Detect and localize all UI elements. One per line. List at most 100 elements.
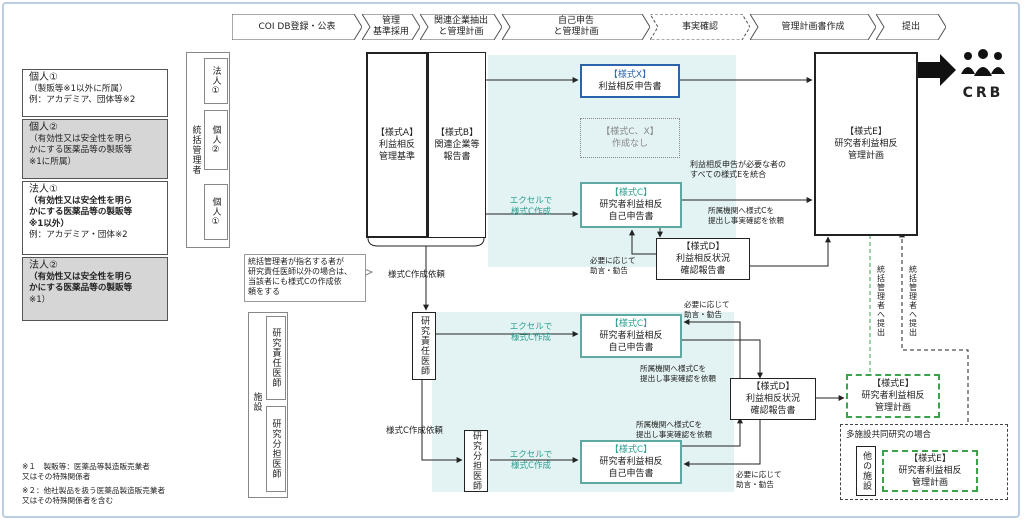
tag: 【様式D】 bbox=[751, 382, 795, 392]
tag: 【様式D】 bbox=[681, 242, 725, 252]
stage-label: 自己申告 と管理計画 bbox=[553, 16, 599, 37]
body: 関連企業等 報告書 bbox=[434, 140, 480, 162]
body: 利益相反申告書 bbox=[598, 82, 662, 92]
body: 研究者利益相反 自己申告書 bbox=[599, 331, 663, 353]
stage-keikakusho: 管理計画書作成 bbox=[750, 14, 876, 40]
stage-teishutsu: 提出 bbox=[876, 14, 946, 40]
legend-title: 個人② bbox=[29, 122, 58, 133]
label-other-facility: 他の施設 bbox=[856, 446, 876, 496]
body: 研究者利益相反 管理計画 bbox=[898, 466, 962, 488]
note-confirm-1: 所属機関へ様式Cを 提出し事実確認を依頼 bbox=[708, 206, 784, 225]
tag: 【様式E】 bbox=[845, 127, 887, 137]
tag: 【様式A】 bbox=[375, 128, 419, 138]
tag: 【様式C、X】 bbox=[601, 127, 659, 137]
footnote-1: ※１ 製販等：医薬品等製造販売業者 又はその特殊関係者 bbox=[22, 462, 150, 481]
stage-jijitsu: 事実確認 bbox=[650, 14, 750, 40]
note-integrate: 利益相反申告が必要な者の すべての様式Eを統合 bbox=[690, 160, 786, 179]
legend-kojin1: 個人① （製販等※1以外に所属） 例：アカデミア、団体等※2 bbox=[22, 69, 168, 117]
legend-line: （有効性又は安全性を明ら bbox=[29, 133, 133, 144]
label-houjin1: 法人① bbox=[204, 58, 228, 104]
tag: 【様式B】 bbox=[435, 128, 479, 138]
stage-label: 事実確認 bbox=[681, 21, 718, 32]
stage-label: COI DB登録・公表 bbox=[258, 21, 336, 32]
label-kojin1: 個人① bbox=[204, 184, 228, 240]
note-excel-1: エクセルで 様式C作成 bbox=[509, 196, 553, 217]
body: 利益相反状況 確認報告書 bbox=[675, 254, 730, 276]
stage-kanren: 関連企業抽出 と管理計画 bbox=[420, 14, 502, 40]
box-buntan: 研究分担医師 bbox=[464, 430, 488, 492]
box-yoshiki-e2: 【様式E】 研究者利益相反 管理計画 bbox=[846, 374, 940, 418]
stage-label: 管理計画書作成 bbox=[781, 21, 845, 32]
box-yoshiki-x: 【様式X】 利益相反申告書 bbox=[580, 64, 680, 98]
body: 利益相反状況 確認報告書 bbox=[745, 394, 800, 416]
note-submit-2: 統括管理者へ提出 bbox=[908, 265, 918, 337]
body: 研究者利益相反 管理計画 bbox=[861, 391, 925, 413]
label-sekinin: 研究責任医師 bbox=[266, 316, 286, 400]
tag: 【様式X】 bbox=[608, 70, 652, 80]
legend-line: 例：アカデミア、団体等※2 bbox=[29, 95, 136, 105]
legend-title: 個人① bbox=[29, 72, 58, 83]
tag: 【様式C】 bbox=[609, 319, 653, 329]
shisetsu-group bbox=[248, 312, 288, 498]
legend-line: 例：アカデミア・団体※2 bbox=[29, 230, 128, 240]
label-buntan: 研究分担医師 bbox=[266, 406, 286, 492]
stage-label: 管理 基準採用 bbox=[372, 16, 409, 37]
legend-houjin1: 法人① （有効性又は安全性を明ら かにする医薬品等の製販等 ※1以外） 例：アカ… bbox=[22, 181, 168, 255]
stage-coi-db: COI DB登録・公表 bbox=[232, 14, 362, 40]
stage-label: 提出 bbox=[901, 21, 920, 32]
tag: 【様式E】 bbox=[872, 379, 914, 389]
note-confirm-2: 所属機関へ様式Cを 提出し事実確認を依頼 bbox=[640, 364, 716, 383]
note-advice-3: 必要に応じて 助言・勧告 bbox=[736, 470, 782, 489]
note-submit-1: 統括管理者へ提出 bbox=[876, 265, 886, 337]
legend-line: （製販等※1以外に所属） bbox=[29, 83, 128, 94]
legend-line: かにする医薬品等の製販等 bbox=[29, 207, 133, 217]
label-tokatsu: 統括管理者 bbox=[190, 125, 201, 175]
note-advice-1: 必要に応じて 助言・勧告 bbox=[590, 256, 636, 275]
box-yoshiki-a: 【様式A】 利益相反 管理基準 bbox=[366, 52, 428, 238]
legend-line: （有効性又は安全性を明ら bbox=[29, 195, 133, 206]
legend-line: かにする医薬品等の製販等 bbox=[29, 283, 133, 293]
people-icon bbox=[961, 49, 1005, 76]
tag: 【様式C】 bbox=[609, 445, 653, 455]
stage-kanri-kijun: 管理 基準採用 bbox=[362, 14, 420, 40]
legend-line: ※1） bbox=[29, 294, 51, 305]
body: 研究者利益相反 自己申告書 bbox=[599, 200, 663, 222]
callout-note: 統括管理者が指名する者が 研究責任医師以外の場合は、 当該者にも様式Cの作成依 … bbox=[244, 254, 366, 302]
body: 研究者利益相反 管理計画 bbox=[834, 139, 898, 161]
box-yoshiki-c2: 【様式C】 研究者利益相反 自己申告書 bbox=[580, 314, 682, 358]
legend-title: 法人① bbox=[29, 184, 58, 195]
box-yoshiki-c3: 【様式C】 研究者利益相反 自己申告書 bbox=[580, 440, 682, 484]
body: 作成なし bbox=[611, 139, 648, 149]
note-advice-2: 必要に応じて 助言・勧告 bbox=[684, 300, 730, 319]
box-yoshiki-e3: 【様式E】 研究者利益相反 管理計画 bbox=[882, 450, 978, 492]
note-confirm-3: 所属機関へ様式Cを 提出し事実確認を依頼 bbox=[636, 420, 712, 439]
box-yoshiki-cx-none: 【様式C、X】 作成なし bbox=[580, 118, 680, 158]
stage-label: 関連企業抽出 と管理計画 bbox=[433, 16, 488, 37]
note-excel-3: エクセルで 様式C作成 bbox=[509, 450, 553, 471]
legend-houjin2: 法人② （有効性又は安全性を明ら かにする医薬品等の製販等 ※1） bbox=[22, 257, 168, 321]
multi-center-group bbox=[840, 424, 1008, 500]
stage-jiko-shinkoku: 自己申告 と管理計画 bbox=[502, 14, 650, 40]
legend-line: かにする医薬品等の製販等 bbox=[29, 145, 133, 155]
tokatsu-group bbox=[186, 52, 230, 248]
label-kojin2: 個人② bbox=[204, 110, 228, 170]
body: 研究者利益相反 自己申告書 bbox=[599, 457, 663, 479]
crb-group: CRB bbox=[958, 48, 1008, 101]
tag: 【様式E】 bbox=[909, 454, 951, 464]
legend-line: ※1に所属） bbox=[29, 156, 77, 167]
body: 利益相反 管理基準 bbox=[378, 140, 415, 162]
legend-line: （有効性又は安全性を明ら bbox=[29, 271, 133, 282]
multi-center-label: 多施設共同研究の場合 bbox=[846, 430, 932, 440]
note-request-1: 様式C作成依頼 bbox=[388, 270, 445, 280]
footnote-2: ※２：他社製品を扱う医薬品製造販売業者 又はその特殊関係者を含む bbox=[22, 486, 166, 505]
crb-label: CRB bbox=[962, 85, 1004, 101]
box-yoshiki-c1: 【様式C】 研究者利益相反 自己申告書 bbox=[580, 182, 682, 228]
box-yoshiki-d2: 【様式D】 利益相反状況 確認報告書 bbox=[730, 378, 816, 420]
note-request-2: 様式C作成依頼 bbox=[386, 426, 443, 436]
note-excel-2: エクセルで 様式C作成 bbox=[509, 322, 553, 343]
legend-line: ※1以外） bbox=[29, 218, 70, 229]
box-yoshiki-e: 【様式E】 研究者利益相反 管理計画 bbox=[814, 52, 918, 236]
box-yoshiki-b: 【様式B】 関連企業等 報告書 bbox=[428, 52, 486, 238]
